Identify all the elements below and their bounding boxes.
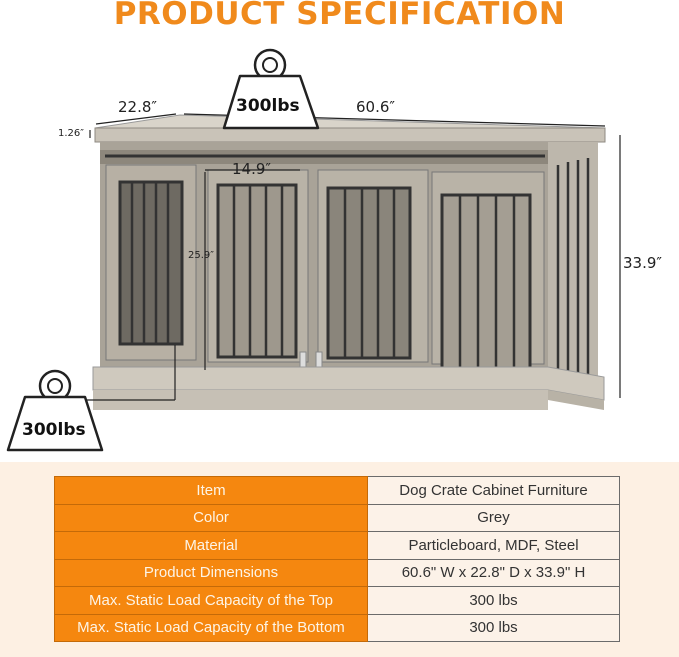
door-height-label: 25.9″ bbox=[188, 250, 215, 261]
door-left bbox=[105, 164, 197, 361]
weight-icon-bottom bbox=[6, 369, 104, 452]
spec-value: 300 lbs bbox=[367, 586, 620, 615]
door-width-label: 14.9″ bbox=[232, 160, 272, 178]
door-right bbox=[431, 171, 545, 379]
spec-value: 300 lbs bbox=[367, 613, 620, 642]
spec-label: Product Dimensions bbox=[54, 558, 368, 587]
page-title: PRODUCT SPECIFICATION bbox=[113, 0, 566, 32]
top-load-label: 300lbs bbox=[236, 96, 300, 116]
top-thickness-label: 1.26″ bbox=[58, 128, 85, 139]
spec-value: Grey bbox=[367, 503, 620, 532]
cabinet-illustration bbox=[6, 48, 621, 452]
depth-label: 22.8″ bbox=[118, 98, 158, 116]
spec-label: Material bbox=[54, 531, 368, 560]
spec-label: Color bbox=[54, 503, 368, 532]
spec-value: Dog Crate Cabinet Furniture bbox=[367, 476, 620, 505]
spec-value: 60.6" W x 22.8" D x 33.9" H bbox=[367, 558, 620, 587]
spec-label: Max. Static Load Capacity of the Bottom bbox=[54, 613, 368, 642]
door-mid-left bbox=[207, 169, 309, 363]
spec-value: Particleboard, MDF, Steel bbox=[367, 531, 620, 560]
width-label: 60.6″ bbox=[356, 98, 396, 116]
bottom-load-label: 300lbs bbox=[22, 420, 86, 440]
height-label: 33.9″ bbox=[623, 254, 663, 272]
spec-label: Item bbox=[54, 476, 368, 505]
door-mid-right bbox=[317, 169, 429, 363]
spec-label: Max. Static Load Capacity of the Top bbox=[54, 586, 368, 615]
weight-icon-top bbox=[222, 48, 320, 130]
